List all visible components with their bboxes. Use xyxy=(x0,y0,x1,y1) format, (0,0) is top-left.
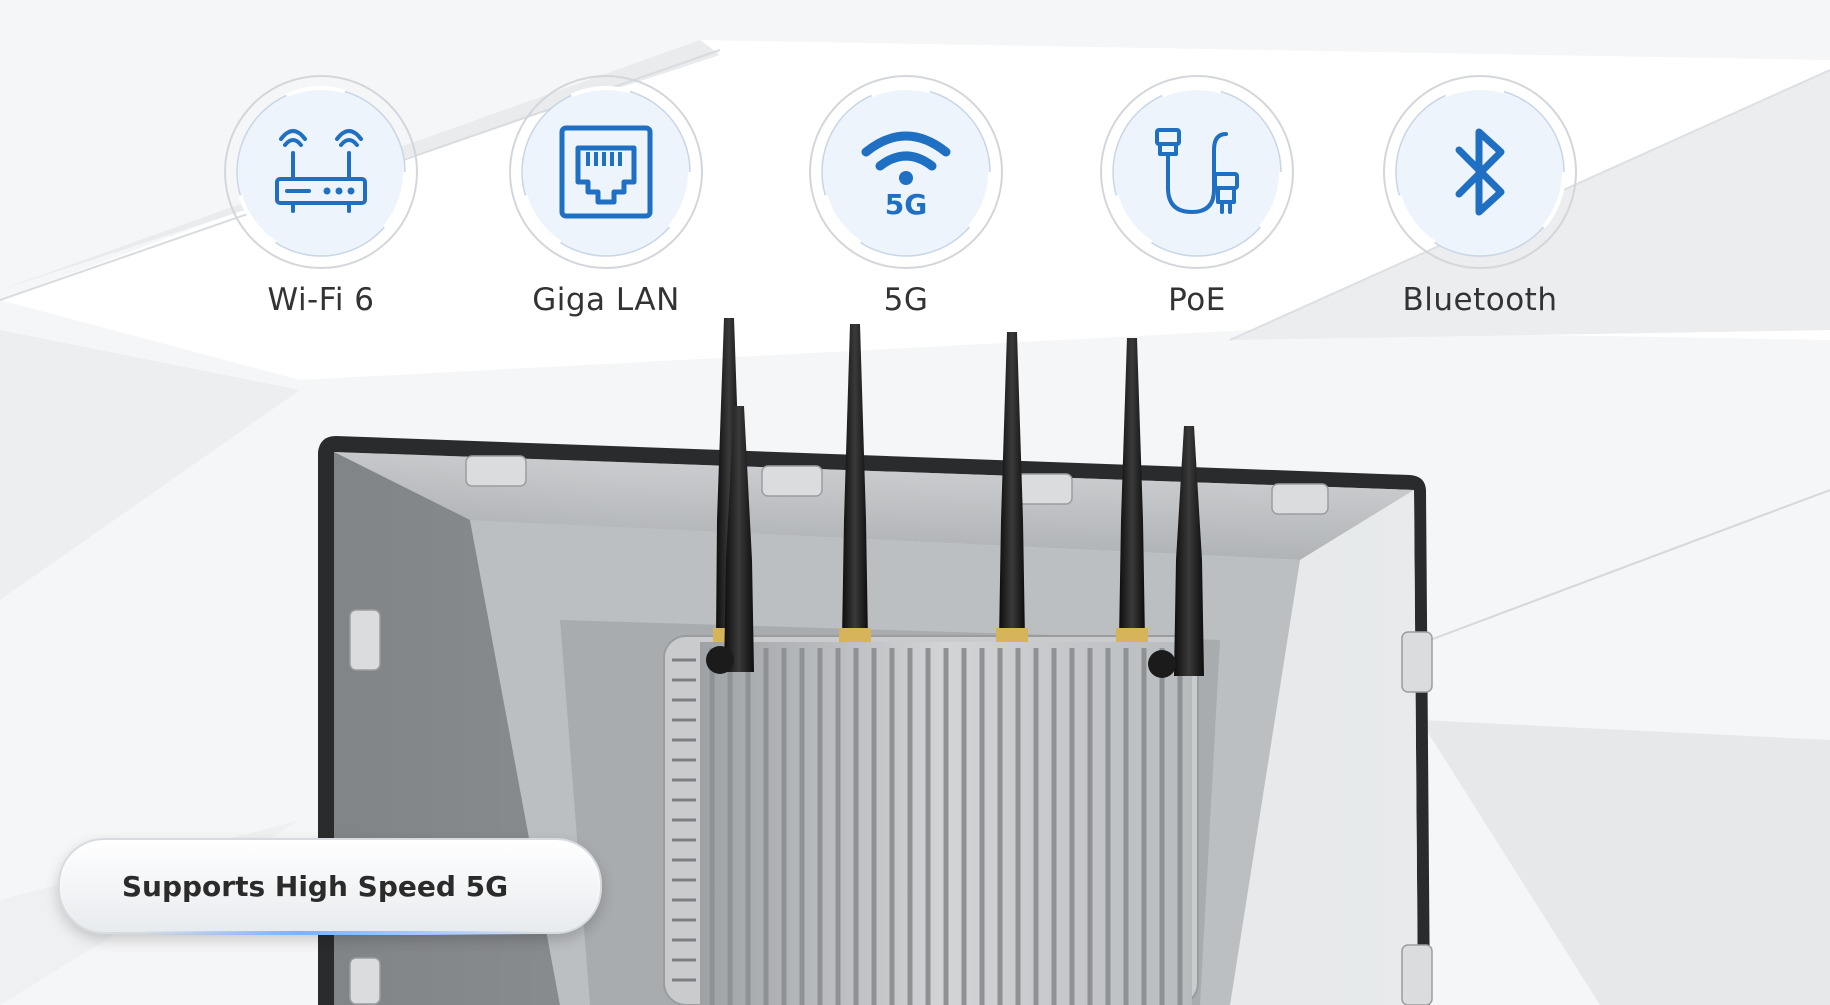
feature-poe-badge xyxy=(1097,72,1297,272)
feature-row: Wi-Fi 6 Giga LAN xyxy=(0,0,1830,340)
antenna xyxy=(1148,426,1204,678)
feature-label-poe: PoE xyxy=(1168,282,1226,318)
ethernet-port-icon xyxy=(559,125,653,219)
wifi-router-icon xyxy=(275,129,367,213)
feature-wifi: Wi-Fi 6 xyxy=(206,72,436,318)
antenna xyxy=(996,332,1028,642)
callout-glow xyxy=(140,931,540,935)
antenna xyxy=(1116,338,1148,642)
antennas xyxy=(706,318,1204,678)
bluetooth-icon xyxy=(1455,128,1505,216)
feature-label-lan: Giga LAN xyxy=(532,282,680,318)
feature-label-wifi: Wi-Fi 6 xyxy=(267,282,375,318)
feature-wifi-badge xyxy=(221,72,421,272)
badge-ring xyxy=(1100,75,1294,269)
ethernet-cable-icon xyxy=(1155,128,1239,214)
feature-bluetooth-badge xyxy=(1380,72,1580,272)
callout-badge: Supports High Speed 5G xyxy=(58,838,602,935)
feature-5g: 5G 5G xyxy=(791,72,1021,318)
feature-label-bluetooth: Bluetooth xyxy=(1402,282,1558,318)
feature-label-5g: 5G xyxy=(883,282,929,318)
feature-lan: Giga LAN xyxy=(491,72,721,318)
feature-5g-badge: 5G xyxy=(806,72,1006,272)
feature-bluetooth: Bluetooth xyxy=(1365,72,1595,318)
5g-icon-text: 5G xyxy=(885,188,927,221)
badge-ring xyxy=(224,75,418,269)
antenna xyxy=(706,406,754,674)
feature-poe: PoE xyxy=(1082,72,1312,318)
feature-lan-badge xyxy=(506,72,706,272)
callout-text: Supports High Speed 5G xyxy=(121,869,509,903)
5g-signal-icon: 5G xyxy=(861,131,951,221)
mounting-clips xyxy=(349,455,1433,1005)
heatsink-fins xyxy=(709,648,1183,1005)
antenna xyxy=(839,324,871,642)
